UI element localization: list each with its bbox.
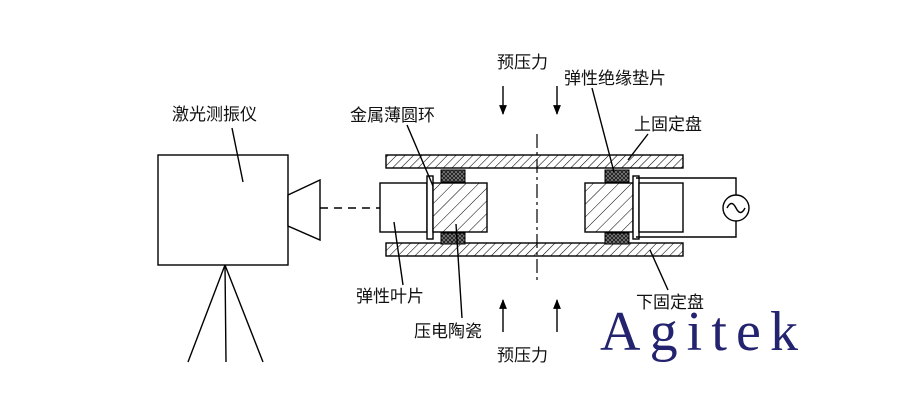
piezo-ceramic-right xyxy=(584,182,634,233)
metal-ring-right xyxy=(632,175,640,240)
elastic-blade-right xyxy=(638,182,684,233)
lower-plate-leader xyxy=(649,249,669,291)
wire-bottom xyxy=(636,221,737,238)
label-lower-plate: 下固定盘 xyxy=(636,293,704,313)
label-upper-plate: 上固定盘 xyxy=(634,115,702,135)
insulating-pad-right-top xyxy=(604,169,630,183)
label-elastic-blade: 弹性叶片 xyxy=(356,287,424,307)
label-vibrometer: 激光测振仪 xyxy=(172,105,257,125)
insulating-pad-left-bottom xyxy=(440,232,466,245)
excitation-circuit xyxy=(636,177,750,238)
laser-vibrometer xyxy=(157,127,321,363)
tripod xyxy=(187,264,264,363)
label-insulating-pad: 弹性绝缘垫片 xyxy=(564,69,666,89)
elastic-blade xyxy=(379,182,428,233)
right-assembly xyxy=(584,169,684,245)
ac-source-icon xyxy=(722,194,750,222)
lower-fixed-plate xyxy=(385,242,684,257)
label-preload-bottom: 预压力 xyxy=(497,346,548,366)
wire-top xyxy=(636,177,737,195)
upper-plate-leader xyxy=(627,133,649,161)
piezo-ceramic-leader xyxy=(455,223,463,319)
insulating-pad-left-top xyxy=(440,169,466,183)
upper-fixed-plate xyxy=(385,154,684,169)
insulating-pad-right-bottom xyxy=(604,232,630,245)
label-piezo-ceramic: 压电陶瓷 xyxy=(414,322,482,342)
preload-arrows-top xyxy=(499,86,561,115)
vibrometer-leader xyxy=(231,127,244,183)
agitek-logo: Agitek xyxy=(600,301,798,363)
label-preload-top: 预压力 xyxy=(497,53,548,73)
leader-lines xyxy=(393,87,669,319)
label-metal-ring: 金属薄圆环 xyxy=(350,106,435,126)
left-assembly xyxy=(379,169,488,245)
vibrometer-body xyxy=(157,154,289,266)
elastic-blade-leader xyxy=(393,221,404,286)
preload-arrows-bottom xyxy=(499,299,561,332)
piezo-ceramic-left xyxy=(432,182,488,233)
metal-ring-leader xyxy=(406,124,434,187)
insulating-pad-leader xyxy=(591,87,615,173)
vibrometer-lens xyxy=(287,178,321,242)
